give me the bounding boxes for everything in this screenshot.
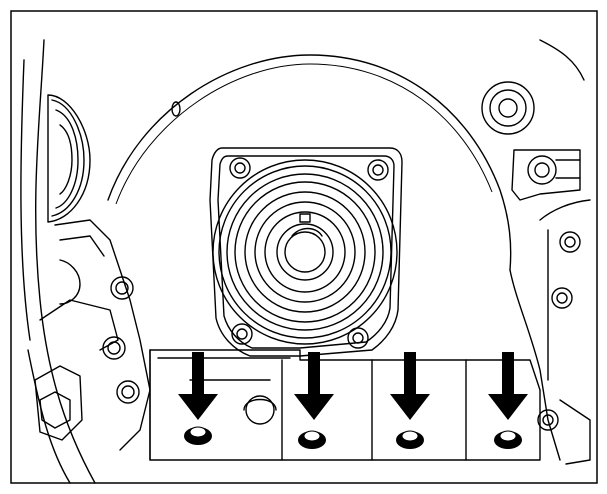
- right-bracket: [511, 149, 581, 201]
- flange-bolt-4: [494, 430, 522, 449]
- housing-bolt-tl: [229, 157, 251, 179]
- down-arrow-icon: [294, 352, 334, 420]
- flange-bolt-2: [298, 430, 326, 449]
- timing-cover-outline: [107, 54, 512, 271]
- down-arrow-icon: [178, 352, 218, 420]
- oil-pan-ledge: [149, 349, 541, 461]
- bolt-right-3: [537, 409, 559, 431]
- bolt-right-1: [559, 231, 581, 253]
- flange-bolt-3: [396, 430, 424, 449]
- bolt-left-2: [102, 336, 126, 360]
- down-arrow-icon: [390, 352, 430, 420]
- housing-bolt-bl: [231, 323, 253, 345]
- down-arrow-icon: [488, 352, 528, 420]
- left-hose: [35, 39, 96, 484]
- bolt-left-1: [110, 276, 134, 300]
- housing-bolt-br: [347, 327, 369, 349]
- housing-bolt-tr: [367, 159, 389, 181]
- bolt-right-top: [481, 81, 535, 135]
- bolt-left-3: [116, 380, 140, 404]
- seal-housing: [209, 147, 403, 357]
- flange-bolt-1: [184, 426, 212, 445]
- bolt-right-2: [551, 287, 573, 309]
- cover-slot: [171, 101, 181, 117]
- pulley-left: [47, 94, 91, 223]
